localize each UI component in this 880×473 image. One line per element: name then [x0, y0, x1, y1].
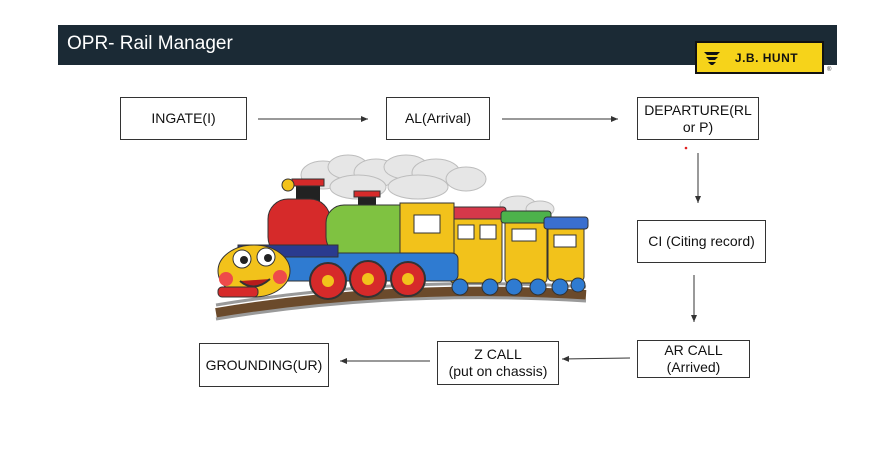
departure-label-line1: DEPARTURE(RL — [644, 101, 752, 118]
smoke-cloud — [300, 154, 555, 218]
ar-call-box: AR CALL (Arrived) — [637, 340, 750, 378]
ingate-label: INGATE(I) — [151, 110, 216, 126]
wheels — [309, 260, 586, 300]
red-dot — [684, 146, 688, 150]
jb-hunt-logo: J.B. HUNT — [695, 41, 824, 74]
arrival-label: AL(Arrival) — [404, 110, 472, 126]
carriage-2 — [500, 210, 552, 284]
z-call-label-line1: Z CALL — [474, 346, 522, 362]
logo-wing-icon — [704, 52, 720, 65]
ar-call-label-line1: AR CALL — [664, 342, 723, 358]
z-call-box: Z CALL (put on chassis) — [437, 341, 559, 385]
grounding-box: GROUNDING(UR) — [199, 343, 329, 387]
z-call-label-line2: (put on chassis) — [448, 363, 548, 379]
page-title: OPR- Rail Manager — [67, 33, 233, 54]
logo-text: J.B. HUNT — [734, 50, 799, 65]
departure-label-line2: or P) — [682, 118, 714, 135]
cartoon-train-illustration — [215, 154, 589, 321]
ingate-box: INGATE(I) — [120, 97, 247, 140]
ar-call-label-line2: (Arrived) — [666, 359, 721, 375]
ci-label: CI (Citing record) — [648, 233, 755, 249]
carriage-1 — [445, 206, 507, 284]
carriage-3 — [543, 216, 589, 282]
grounding-label: GROUNDING(UR) — [205, 356, 323, 373]
departure-box: DEPARTURE(RL or P) — [637, 97, 759, 140]
registered-mark: ® — [827, 67, 832, 73]
arrival-box: AL(Arrival) — [386, 97, 490, 140]
ci-box: CI (Citing record) — [637, 220, 766, 263]
arrow-ar-call-to-z-call — [561, 355, 631, 362]
